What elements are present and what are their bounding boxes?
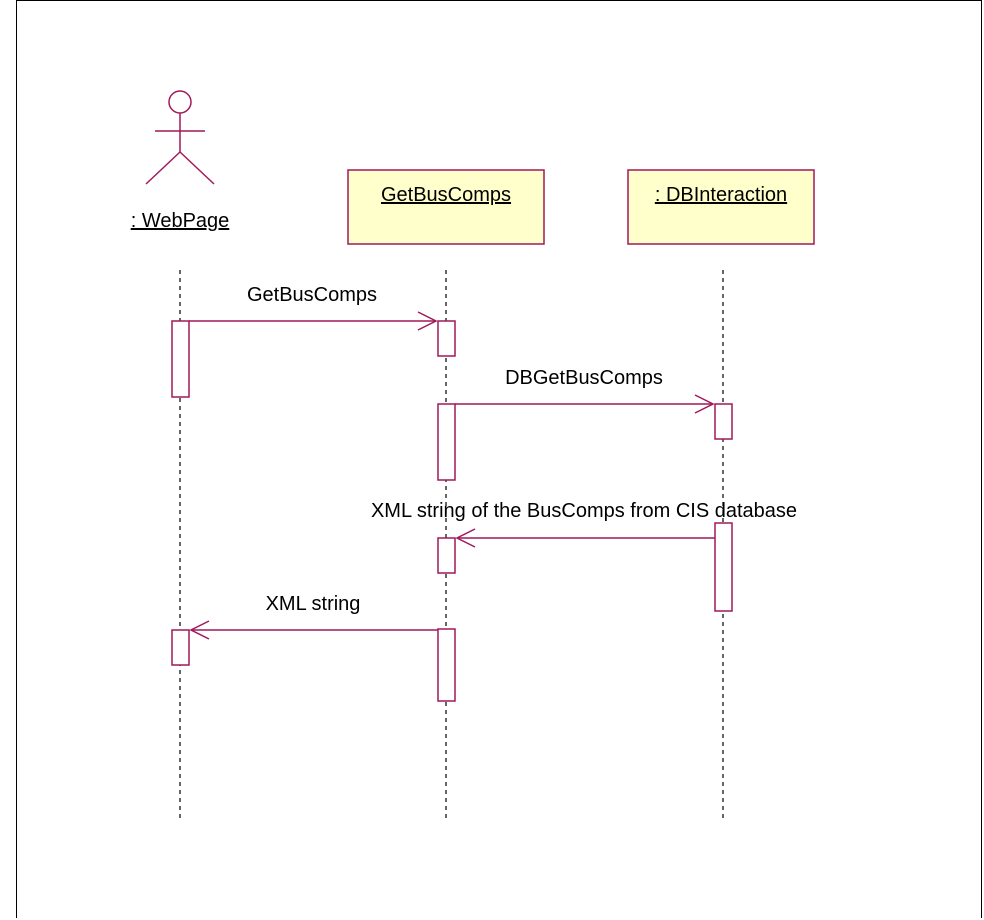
object-dbinteraction: : DBInteraction xyxy=(627,169,815,245)
activation-bar xyxy=(714,522,733,612)
stick-figure-icon xyxy=(145,90,215,185)
arrowhead-icon xyxy=(417,311,438,331)
message-xml-buscomps: XML string of the BusComps from CIS data… xyxy=(371,500,797,548)
object-getbuscomps: GetBusComps xyxy=(347,169,545,245)
activation-bar xyxy=(437,403,456,481)
message-xml-string: XML string xyxy=(189,593,438,640)
activation-bar xyxy=(437,537,456,574)
arrowhead-icon xyxy=(189,620,210,640)
object-label: GetBusComps xyxy=(381,184,511,206)
object-label: : DBInteraction xyxy=(655,184,787,206)
message-getbuscomps: GetBusComps xyxy=(189,284,438,331)
actor-webpage: : WebPage xyxy=(131,90,230,232)
message-label: DBGetBusComps xyxy=(505,367,663,389)
activation-bar xyxy=(437,320,456,357)
message-label: XML string xyxy=(266,593,361,615)
actor-label: : WebPage xyxy=(131,210,230,232)
activation-bar xyxy=(714,403,733,440)
message-dbgetbuscomps: DBGetBusComps xyxy=(455,367,715,414)
activation-bar xyxy=(437,628,456,702)
arrowhead-icon xyxy=(694,394,715,414)
diagram-frame xyxy=(16,0,982,918)
object-box xyxy=(627,169,815,245)
object-box xyxy=(347,169,545,245)
activation-bar xyxy=(171,320,190,398)
message-label: XML string of the BusComps from CIS data… xyxy=(371,500,797,522)
message-label: GetBusComps xyxy=(247,284,377,306)
activation-bar xyxy=(171,629,190,666)
arrowhead-icon xyxy=(455,528,476,548)
